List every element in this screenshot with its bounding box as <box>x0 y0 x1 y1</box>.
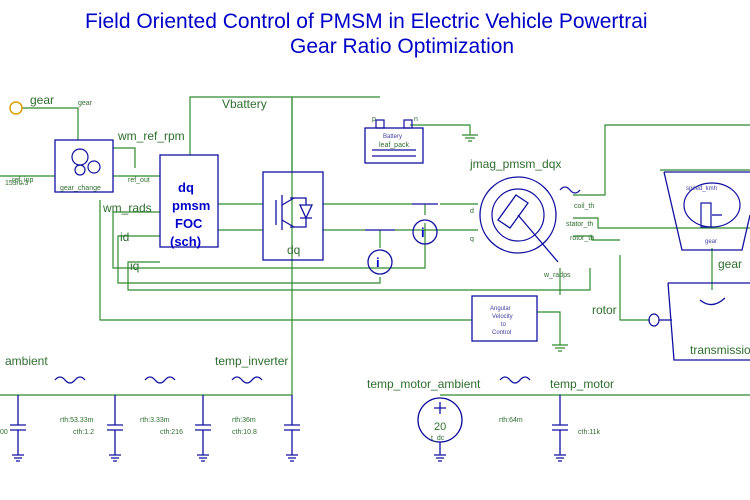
ref-out-label: ref_out <box>128 177 150 184</box>
transmission-block[interactable] <box>648 282 750 361</box>
transmission-label: transmissio <box>690 343 750 357</box>
leaf-pack-label: leaf_pack <box>379 142 409 149</box>
jmag-label: jmag_pmsm_dqx <box>469 157 561 171</box>
foc-label-2: pmsm <box>172 198 210 213</box>
gear-below-label: gear <box>718 257 742 271</box>
pmsm-motor[interactable] <box>479 176 581 263</box>
foc-controller-block[interactable] <box>159 154 219 248</box>
cth0-label: 00 <box>0 429 8 436</box>
rth1-label: rth:53.33m <box>60 417 94 424</box>
battery-ground <box>462 134 478 142</box>
ambient-label: ambient <box>5 354 48 368</box>
ratio-label: 159/0.3 <box>5 180 28 187</box>
coil-th-label: coil_th <box>574 203 594 210</box>
rotor-th-label: rotor_th <box>570 235 594 242</box>
wires <box>0 96 750 396</box>
rth4-label: rth:64m <box>499 417 523 424</box>
gear-input-node[interactable] <box>9 101 23 115</box>
cth4-label: cth:11k <box>578 429 601 436</box>
inverter-dq-label: dq <box>287 243 300 257</box>
speed-meter[interactable] <box>663 171 750 251</box>
temp-motor-ambient-label: temp_motor_ambient <box>367 377 481 391</box>
foc-label-1: dq <box>178 180 194 195</box>
temperature-source[interactable] <box>417 397 463 462</box>
thermal-resistor-3[interactable] <box>231 376 263 384</box>
cth2-label: cth:216 <box>160 429 183 436</box>
gear-small-label: gear <box>78 100 93 107</box>
battery-name: Battery <box>383 134 402 140</box>
gear-right-label: gear <box>705 239 717 245</box>
foc-label-4: (sch) <box>170 234 201 249</box>
title-line-1: Field Oriented Control of PMSM in Electr… <box>85 10 648 33</box>
ang-label-2: Velocity <box>492 314 513 320</box>
src-value-label: 20 <box>434 421 446 433</box>
gear-input-label: gear <box>30 93 54 107</box>
wm-ref-rpm-label: wm_ref_rpm <box>117 129 185 143</box>
ammeter-d[interactable] <box>412 203 438 245</box>
battery-p-label: p <box>372 116 376 123</box>
motor-q-pin: q <box>470 236 474 243</box>
ang-label-4: Control <box>492 330 511 336</box>
gear-change-label: gear_change <box>60 185 101 192</box>
wm-rads-label: wm_rads <box>102 201 152 215</box>
stator-th-label: stator_th <box>566 221 593 228</box>
rotor-label: rotor <box>592 303 617 317</box>
inverter-block[interactable] <box>262 171 324 261</box>
cth3-label: cth:10.8 <box>232 429 257 436</box>
vbattery-label: Vbattery <box>222 97 267 111</box>
angular-velocity-block[interactable] <box>471 295 538 342</box>
title-line-2: Gear Ratio Optimization <box>290 35 514 58</box>
speed-kmh-label: speed_kmh <box>686 186 717 192</box>
ammeter-q[interactable] <box>365 229 395 275</box>
src-type-label: t_dc <box>431 435 445 442</box>
ammeter-d-label: i <box>421 225 425 240</box>
foc-label-3: FOC <box>175 216 203 231</box>
iq-label: iq <box>130 259 139 273</box>
temp-motor-label: temp_motor <box>550 377 614 391</box>
ang-label-1: Angular <box>490 306 511 312</box>
thermal-resistor-1[interactable] <box>54 376 86 384</box>
thermal-capacitors <box>10 395 568 462</box>
motor-d-pin: d <box>470 208 474 215</box>
gear-change-block[interactable] <box>54 139 114 193</box>
id-label: id <box>120 230 129 244</box>
thermal-resistor-4[interactable] <box>499 376 531 384</box>
w-radps-label: w_radps <box>543 272 571 279</box>
cth1-label: cth:1.2 <box>73 429 94 436</box>
angular-ground <box>552 344 568 352</box>
battery-pack[interactable] <box>364 119 424 164</box>
rth3-label: rth:36m <box>232 417 256 424</box>
battery-n-label: n <box>414 116 418 123</box>
rth2-label: rth:3.33m <box>140 417 170 424</box>
temp-inverter-label: temp_inverter <box>215 354 288 368</box>
ang-label-3: to <box>501 322 507 328</box>
ammeter-q-label: i <box>376 255 380 270</box>
ref-inp-label: ref_inp <box>12 177 34 184</box>
thermal-resistor-2[interactable] <box>144 376 176 384</box>
